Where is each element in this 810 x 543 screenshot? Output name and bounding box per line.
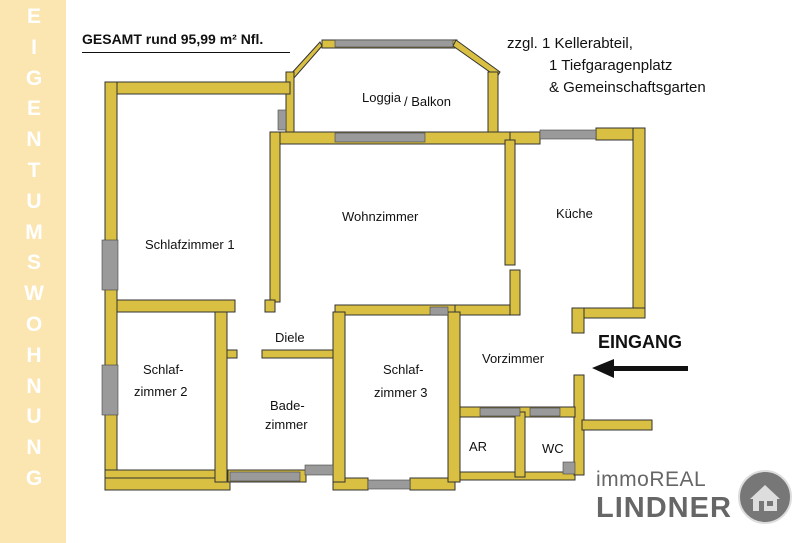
room-label-schlafzimmer-1: Schlafzimmer 1 — [145, 237, 235, 252]
vertical-letter: N — [26, 128, 42, 152]
vertical-letter: G — [25, 66, 43, 90]
vertical-title: E I G E N T U M S W O H N U N G — [19, 2, 49, 495]
window — [101, 364, 119, 416]
vertical-letter: E — [26, 5, 41, 28]
room-label-vorzimmer: Vorzimmer — [482, 351, 545, 366]
entrance-arrow — [592, 359, 688, 378]
wall — [509, 269, 521, 316]
entrance-label: EINGANG — [598, 332, 683, 352]
window — [304, 464, 334, 476]
window — [334, 132, 426, 143]
window — [429, 306, 449, 316]
room-label-bade-b: zimmer — [265, 417, 308, 432]
vertical-letter: G — [25, 466, 43, 490]
room-label-wc: WC — [542, 441, 564, 456]
room-label-ar: AR — [469, 439, 487, 454]
side-band: E I G E N T U M S W O H N U N G — [0, 0, 66, 543]
windows — [101, 39, 597, 490]
wall — [104, 81, 291, 95]
wall — [214, 311, 228, 483]
wall — [452, 39, 501, 78]
window — [562, 461, 576, 475]
room-labels: Loggia / Balkon Wohnzimmer Küche Schlafz… — [134, 90, 593, 456]
extras-line: & Gemeinschaftsgarten — [549, 79, 706, 96]
window — [367, 479, 411, 490]
total-area-underline — [82, 52, 290, 53]
vertical-letter: H — [26, 343, 42, 367]
house-emblem-icon — [738, 470, 792, 524]
wall — [116, 299, 236, 313]
extras-line: 1 Tiefgaragenplatz — [549, 57, 673, 74]
vertical-letter: M — [25, 220, 43, 244]
wall — [264, 299, 276, 313]
wall — [261, 349, 338, 359]
vertical-letter: E — [26, 97, 41, 121]
vertical-letter: O — [25, 312, 43, 336]
room-label-balkon: / Balkon — [404, 94, 451, 109]
window — [229, 471, 301, 482]
vertical-letter: N — [26, 374, 42, 398]
room-label-bade-a: Bade- — [270, 398, 305, 413]
window — [479, 407, 521, 417]
wall — [269, 131, 281, 303]
wall — [514, 411, 526, 478]
window — [529, 407, 561, 417]
room-label-schlafzimmer-3a: Schlaf- — [383, 362, 423, 377]
room-label-diele: Diele — [275, 330, 305, 345]
vertical-letter: T — [27, 158, 41, 182]
room-label-schlafzimmer-2a: Schlaf- — [143, 362, 183, 377]
vertical-letter: N — [26, 436, 42, 460]
window — [334, 39, 454, 48]
window — [277, 109, 287, 131]
room-label-schlafzimmer-3b: zimmer 3 — [374, 385, 427, 400]
wall — [632, 127, 646, 319]
room-label-loggia: Loggia — [362, 90, 402, 105]
wall — [285, 71, 295, 133]
extras-line: zzgl. 1 Kellerabteil, — [507, 35, 633, 52]
logo-line-1: immoREAL — [596, 468, 707, 491]
window — [101, 239, 119, 291]
wall — [332, 311, 346, 483]
extras-list: zzgl. 1 Kellerabteil, 1 Tiefgaragenplatz… — [507, 33, 706, 99]
window — [539, 129, 597, 140]
company-logo: immoREAL LINDNER — [596, 468, 796, 530]
wall — [581, 419, 653, 431]
wall — [504, 139, 516, 266]
vertical-letter: S — [26, 251, 41, 275]
vertical-letter: I — [31, 35, 37, 59]
vertical-letter: U — [26, 189, 42, 213]
walls — [104, 39, 653, 491]
wall — [104, 477, 231, 491]
vertical-letter: U — [26, 405, 42, 429]
wall — [571, 307, 585, 334]
wall — [447, 311, 461, 483]
wall — [289, 41, 323, 79]
room-label-schlafzimmer-2b: zimmer 2 — [134, 384, 187, 399]
vertical-letter: W — [24, 282, 44, 306]
room-label-wohnzimmer: Wohnzimmer — [342, 209, 419, 224]
room-label-kueche: Küche — [556, 206, 593, 221]
logo-line-2: LINDNER — [596, 492, 732, 524]
wall — [487, 71, 499, 137]
total-area-label: GESAMT rund 95,99 m² Nfl. — [82, 31, 264, 47]
wall — [226, 349, 238, 359]
